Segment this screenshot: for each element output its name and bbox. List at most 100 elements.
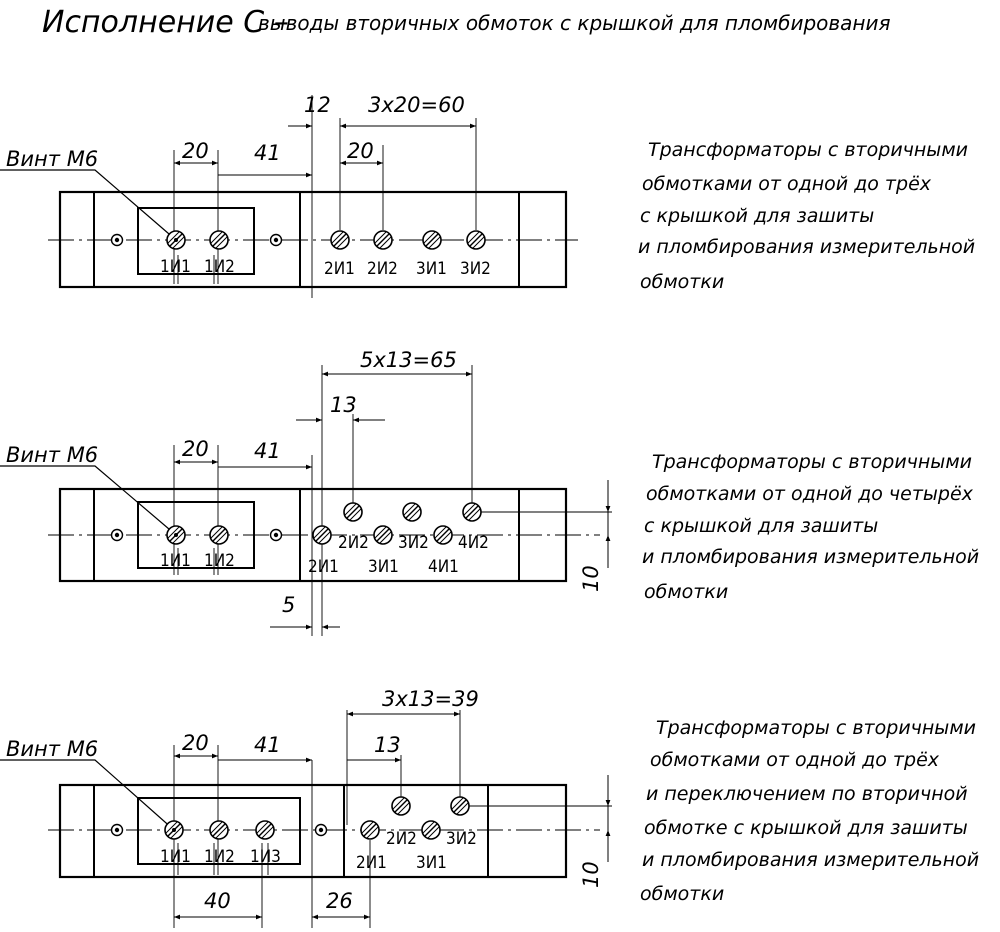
terminal-screw: [402, 502, 422, 522]
terminal-label: 1И2: [204, 551, 235, 571]
terminal-screw: [255, 820, 275, 840]
svg-text:обмотками от одной до четырёх: обмотками от одной до четырёх: [646, 483, 974, 505]
dimension-text: 10: [579, 861, 603, 888]
terminal-block-body: [58, 190, 568, 289]
terminal-screw: [421, 820, 441, 840]
dimension-text: 10: [579, 565, 603, 592]
terminal-screw: [343, 502, 363, 522]
terminal-label: 2И1: [356, 853, 387, 873]
terminal-screw: [373, 230, 393, 250]
terminal-label: 1И2: [204, 257, 235, 277]
dimension-text: 20: [182, 731, 209, 755]
terminal-label: 1И3: [250, 847, 281, 867]
terminal-screw: [209, 230, 229, 250]
variant-3-description: Трансформаторы с вторичными обмотками от…: [640, 717, 979, 905]
svg-text:обмотке с крышкой для зашиты: обмотке с крышкой для зашиты: [644, 817, 968, 839]
cover-plate: [137, 797, 301, 865]
variant-3-labels: 1И1 1И2 1И3 2И1 2И2 3И1 3И2: [160, 829, 477, 873]
dimension-text: 5: [282, 593, 295, 617]
screw-label: Винт М6: [6, 737, 98, 761]
screw-label: Винт М6: [6, 443, 98, 467]
terminal-screw: [360, 820, 380, 840]
svg-text:Трансформаторы с вторичными: Трансформаторы с вторичными: [656, 717, 976, 739]
screw-label: Винт М6: [6, 147, 98, 171]
dimension-text: 3х13=39: [382, 687, 479, 711]
terminal-label: 2И2: [338, 533, 369, 553]
mounting-hole: [110, 528, 124, 542]
page-subtitle: выводы вторичных обмоток с крышкой для п…: [258, 11, 891, 35]
variant-3-terminals: [110, 796, 470, 840]
svg-text:обмотки: обмотки: [640, 883, 724, 905]
terminal-label: 3И1: [416, 853, 447, 873]
terminal-label: 3И2: [460, 259, 491, 279]
mounting-hole: [110, 823, 124, 837]
terminal-label: 1И1: [160, 551, 191, 571]
terminal-label: 2И2: [367, 259, 398, 279]
terminal-screw: [330, 230, 350, 250]
dimension-text: 20: [347, 139, 374, 163]
svg-text:и пломбирования измерительной: и пломбирования измерительной: [642, 849, 979, 871]
variant-2-terminals: [110, 502, 482, 545]
svg-text:с крышкой для зашиты: с крышкой для зашиты: [640, 205, 874, 227]
mounting-hole: [110, 233, 124, 247]
svg-text:обмотки: обмотки: [644, 581, 728, 603]
variant-2-labels: 1И1 1И2 2И1 2И2 3И1 3И2 4И1 4И2: [160, 533, 489, 577]
dimension-text: 13: [374, 733, 401, 757]
dimension-text: 40: [204, 889, 231, 913]
variant-1-terminals: [110, 230, 486, 250]
dimension-text: 12: [304, 93, 331, 117]
terminal-screw: [422, 230, 442, 250]
svg-text:и пломбирования измерительной: и пломбирования измерительной: [638, 236, 975, 258]
dimension-text: 41: [254, 439, 281, 463]
terminal-label: 1И2: [204, 847, 235, 867]
dimension-text: 41: [254, 141, 281, 165]
variant-2-drawing: [0, 365, 612, 636]
terminal-screw: [312, 525, 332, 545]
dimension-text: 20: [182, 139, 209, 163]
variant-1-description: Трансформаторы с вторичными обмотками от…: [638, 139, 975, 293]
svg-text:Трансформаторы с вторичными: Трансформаторы с вторичными: [652, 451, 972, 473]
variant-3-drawing: [0, 710, 612, 928]
variant-1-labels: 1И1 1И2 2И1 2И2 3И1 3И2: [160, 257, 491, 279]
terminal-label: 3И2: [398, 533, 429, 553]
terminal-screw: [450, 796, 470, 816]
terminal-screw: [209, 820, 229, 840]
terminal-label: 4И1: [428, 557, 459, 577]
variant-1-drawing: [0, 95, 578, 298]
terminal-screw: [209, 525, 229, 545]
terminal-block-body: [58, 783, 568, 879]
terminal-label: 3И1: [368, 557, 399, 577]
svg-text:обмотками от одной до трёх: обмотками от одной до трёх: [650, 749, 940, 771]
page-title: Исполнение С –: [42, 5, 289, 40]
terminal-screw: [373, 525, 393, 545]
variant-2-description: Трансформаторы с вторичными обмотками от…: [642, 451, 979, 603]
terminal-label: 1И1: [160, 257, 191, 277]
terminal-label: 2И1: [324, 259, 355, 279]
svg-text:Трансформаторы с вторичными: Трансформаторы с вторичными: [648, 139, 968, 161]
svg-text:и пломбирования измерительной: и пломбирования измерительной: [642, 546, 979, 568]
cover-plate: [137, 207, 255, 275]
terminal-label: 4И2: [458, 533, 489, 553]
svg-text:и переключением по вторичной: и переключением по вторичной: [646, 783, 968, 805]
dimension-text: 41: [254, 733, 281, 757]
dimension-text: 26: [326, 889, 353, 913]
dimension-text: 5х13=65: [360, 348, 457, 372]
mounting-hole: [269, 528, 283, 542]
svg-text:обмотками от одной до трёх: обмотками от одной до трёх: [642, 173, 932, 195]
dimension-text: 20: [182, 437, 209, 461]
svg-text:обмотки: обмотки: [640, 271, 724, 293]
terminal-label: 2И1: [308, 557, 339, 577]
mounting-hole: [314, 823, 328, 837]
terminal-screw: [391, 796, 411, 816]
terminal-label: 1И1: [160, 847, 191, 867]
dimension-text: 3х20=60: [368, 93, 465, 117]
terminal-screw: [462, 502, 482, 522]
terminal-label: 3И1: [416, 259, 447, 279]
terminal-label: 2И2: [386, 829, 417, 849]
svg-text:с крышкой для зашиты: с крышкой для зашиты: [644, 515, 878, 537]
mounting-hole: [269, 233, 283, 247]
dimension-text: 13: [330, 393, 357, 417]
terminal-screw: [466, 230, 486, 250]
terminal-screw: [433, 525, 453, 545]
